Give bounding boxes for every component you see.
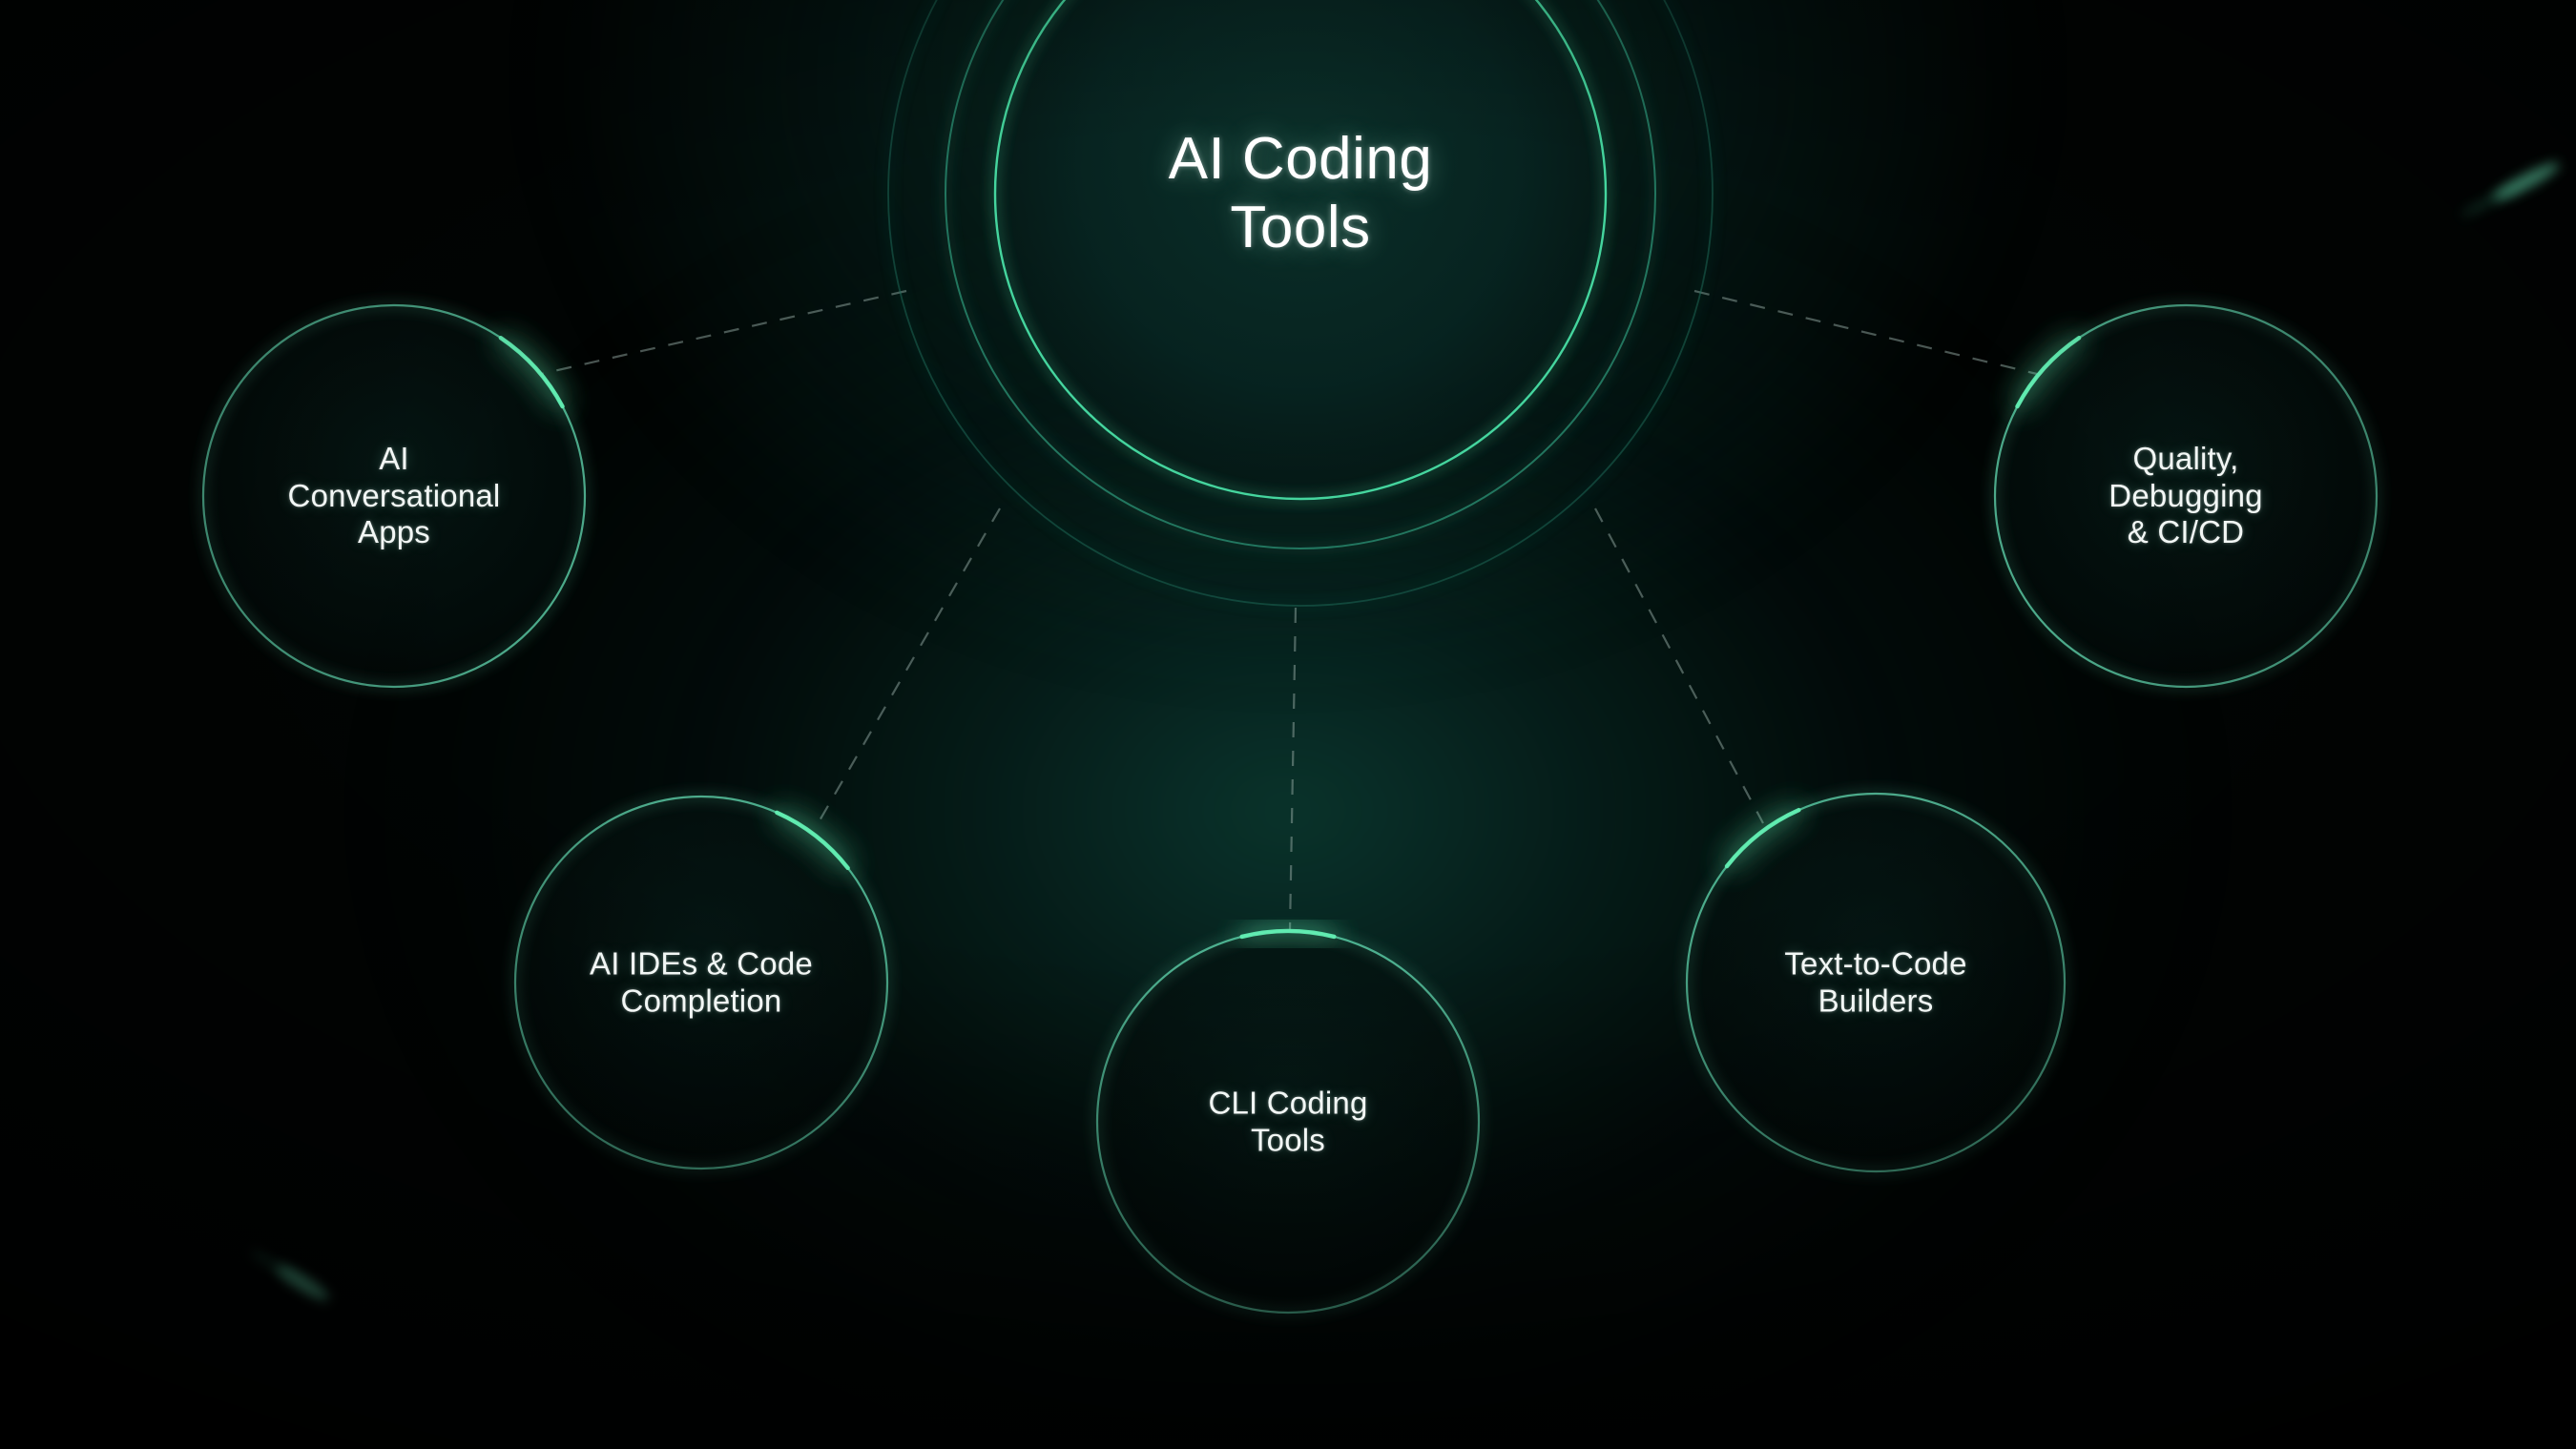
node-fill	[204, 306, 584, 686]
node-ai-ides-code-completion[interactable]	[513, 795, 889, 1170]
hub-to-text-to-code-builders	[1594, 507, 1764, 824]
node-fill	[1688, 795, 2064, 1170]
node-fill	[1996, 306, 2376, 686]
node-text-to-code-builders[interactable]	[1685, 792, 2067, 1173]
hub-to-quality-debugging-cicd	[1693, 289, 2038, 376]
hub-disc	[997, 0, 1604, 497]
hub-to-cli-coding-tools	[1288, 607, 1298, 931]
node-fill	[516, 797, 886, 1168]
hub-to-ai-ides-code-completion	[818, 507, 1001, 823]
node-fill	[1098, 932, 1478, 1312]
hub-rings-layer	[887, 0, 1714, 607]
node-quality-debugging-cicd[interactable]	[1993, 303, 2379, 689]
comet-top-right	[2461, 162, 2560, 217]
node-ai-conversational-apps[interactable]	[201, 303, 587, 689]
hub-to-ai-conversational-apps	[540, 289, 907, 376]
comet-bottom-left	[250, 1250, 329, 1300]
node-cli-coding-tools[interactable]	[1095, 928, 1481, 1314]
